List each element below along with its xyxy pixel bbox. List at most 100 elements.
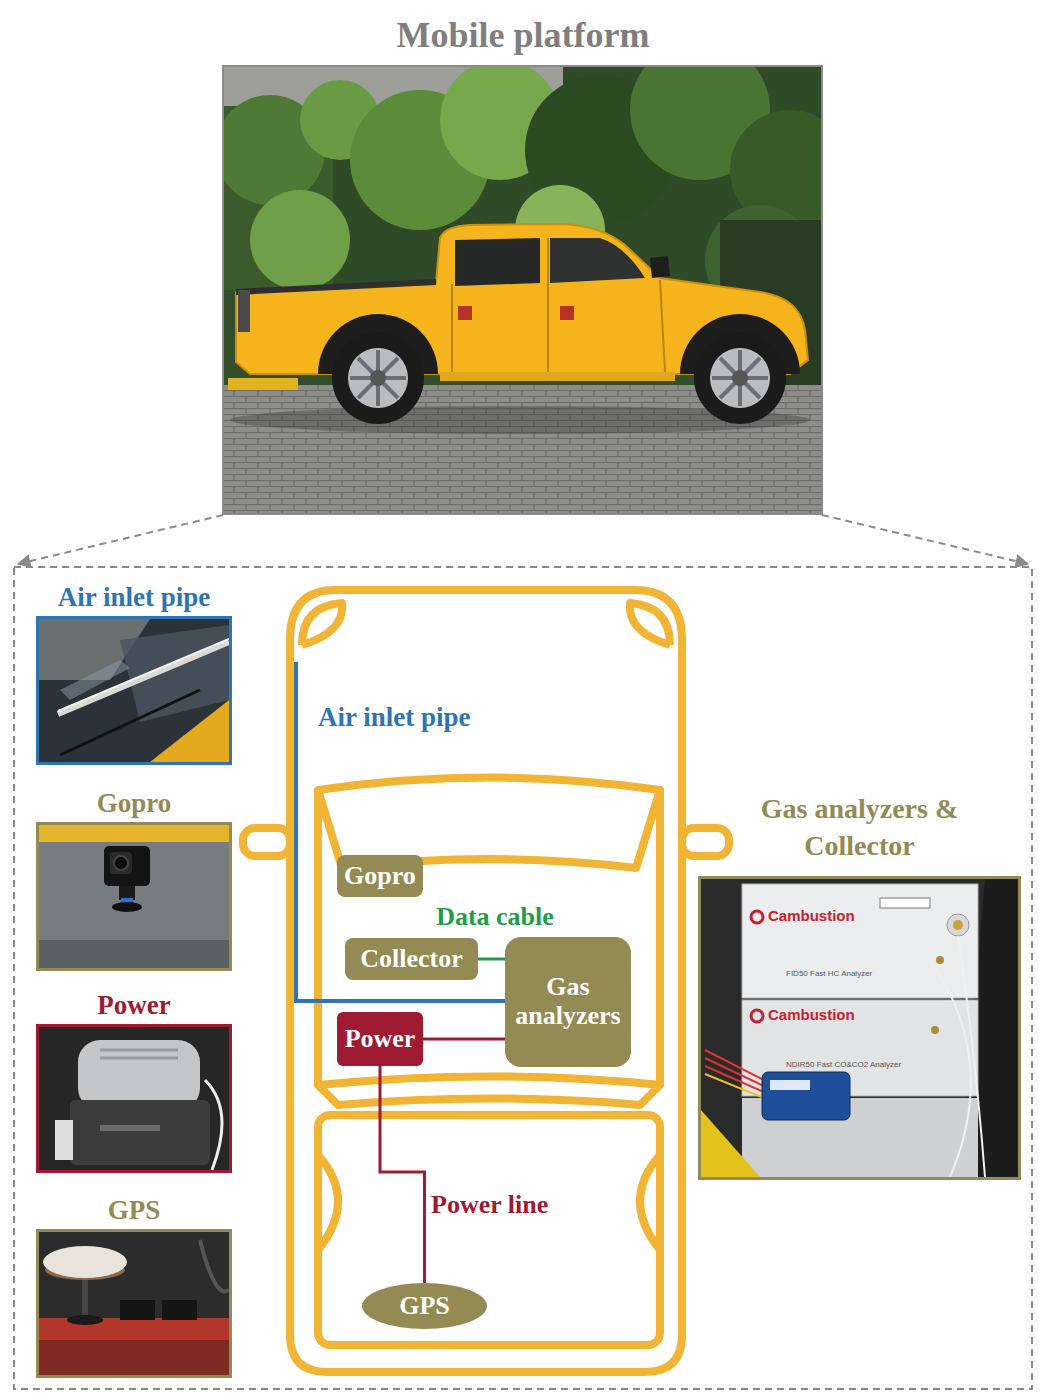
power-photo	[39, 1027, 229, 1170]
truck-photo-part	[228, 378, 298, 390]
analyzer-photo-part	[930, 960, 971, 1177]
connector-label: Power line	[431, 1190, 548, 1220]
line-label: Air inlet pipe	[318, 702, 471, 733]
analyzer-photo-part	[701, 879, 1018, 1177]
analyzer-photo-part	[931, 1026, 939, 1034]
panel-heading: Power	[36, 986, 232, 1024]
truck-photo-part	[350, 350, 406, 406]
cable-connector	[380, 1066, 425, 1283]
car-outline-part	[682, 828, 729, 856]
panel-heading: Gopro	[36, 784, 232, 822]
photo-panel: Power	[36, 986, 232, 1173]
box-label: Power	[345, 1025, 416, 1054]
truck-photo-part	[348, 348, 408, 408]
power-photo-part	[39, 1027, 229, 1170]
gps-ellipse: GPS	[362, 1283, 487, 1329]
analyzer-photo-part	[770, 1080, 810, 1090]
photo-panel: Gopro	[36, 784, 232, 971]
device-text: FID50 Fast HC Analyzer	[786, 969, 872, 978]
truck-photo-part	[710, 348, 770, 408]
photo-panel: GPS	[36, 1191, 232, 1378]
air-inlet-photo-part	[39, 619, 229, 762]
car-outline-part	[318, 1155, 660, 1250]
analyzer-photo-part	[751, 1010, 763, 1022]
car-outline-part	[318, 1077, 660, 1106]
panel-heading: Gas analyzers & Collector	[725, 790, 995, 864]
truck-photo-part	[458, 306, 472, 320]
analyzer-photo-part	[880, 898, 930, 908]
power-photo-part	[205, 1080, 222, 1170]
equipment-box: Collector	[345, 938, 478, 980]
car-outline-part	[318, 1115, 660, 1345]
air-inlet-photo-part	[58, 639, 229, 711]
gopro-photo-part	[110, 852, 132, 874]
zoom-lines-part	[18, 515, 223, 564]
photo-border	[223, 66, 822, 514]
analyzer-photo-part	[751, 911, 763, 923]
truck-photo	[223, 66, 822, 514]
truck-photo-part	[332, 332, 424, 424]
gopro-photo-part	[104, 846, 150, 886]
photo-panel: Gas analyzers & Collector	[698, 790, 1021, 1180]
box-label: Gopro	[344, 862, 416, 891]
truck-photo-part	[440, 372, 675, 381]
power-photo-part	[78, 1040, 200, 1110]
power-photo-part	[100, 1125, 160, 1131]
device-text: Cambustion	[768, 1006, 855, 1023]
gps-photo-part	[120, 1300, 155, 1320]
air-inlet-photo-part	[150, 700, 229, 762]
analyzer-photo-part	[953, 920, 963, 930]
equipment-box: Gas analyzers	[505, 937, 631, 1067]
power-photo-part	[55, 1120, 73, 1160]
truck-photo-part	[370, 370, 386, 386]
truck-photo-part	[712, 350, 768, 406]
connector-label: Data cable	[436, 902, 554, 932]
equipment-box: Power	[337, 1012, 423, 1066]
analyzer-photo-part	[705, 1074, 764, 1098]
car-outline-part	[630, 603, 670, 645]
air-inlet-photo	[39, 619, 229, 762]
gopro-photo	[39, 825, 229, 968]
gopro-photo-part	[39, 940, 229, 968]
box-label: Collector	[360, 945, 463, 974]
equipment-box: Gopro	[337, 855, 423, 897]
cable-connector	[478, 958, 505, 961]
truck-photo-part	[732, 370, 748, 386]
gps-photo-part	[43, 1246, 127, 1278]
analyzer-photo-part	[742, 1000, 978, 1096]
gopro-photo-part	[39, 825, 229, 842]
truck-photo-part	[238, 290, 250, 332]
gopro-photo-part	[112, 902, 142, 912]
zoom-lines-part	[822, 515, 1028, 564]
truck-photo-part	[560, 306, 574, 320]
panel-heading: Air inlet pipe	[36, 578, 232, 616]
truck-photo-part	[455, 238, 540, 286]
power-photo-part	[70, 1100, 210, 1165]
panel-heading: GPS	[36, 1191, 232, 1229]
ellipse-fill	[362, 1283, 487, 1329]
truck-photo-part	[250, 190, 350, 290]
analyzer-photo-part	[947, 914, 969, 936]
car-outline-part	[318, 790, 660, 1085]
car-outline	[243, 590, 729, 1372]
device-text: Cambustion	[768, 907, 855, 924]
air-inlet-photo-part	[60, 660, 130, 700]
gps-photo-part	[39, 1340, 229, 1375]
truck-photo-part	[452, 238, 665, 372]
car-outline-part	[290, 590, 682, 1372]
analyzer-photo-part	[762, 1072, 850, 1120]
gps-photo-part	[82, 1278, 88, 1320]
gps-photo-part	[162, 1300, 197, 1320]
power-photo-part	[100, 1050, 178, 1058]
diagram-title: Mobile platform	[0, 14, 1046, 56]
box-label: Gas analyzers	[505, 973, 631, 1030]
photo-frame	[36, 822, 232, 971]
gps-photo-part	[67, 1315, 103, 1325]
photo-frame	[36, 1024, 232, 1173]
truck-photo-part	[236, 282, 436, 292]
photo-panel: Air inlet pipe	[36, 578, 232, 765]
analyzer-photo-part	[936, 956, 944, 964]
air-inlet-photo-part	[120, 625, 229, 722]
